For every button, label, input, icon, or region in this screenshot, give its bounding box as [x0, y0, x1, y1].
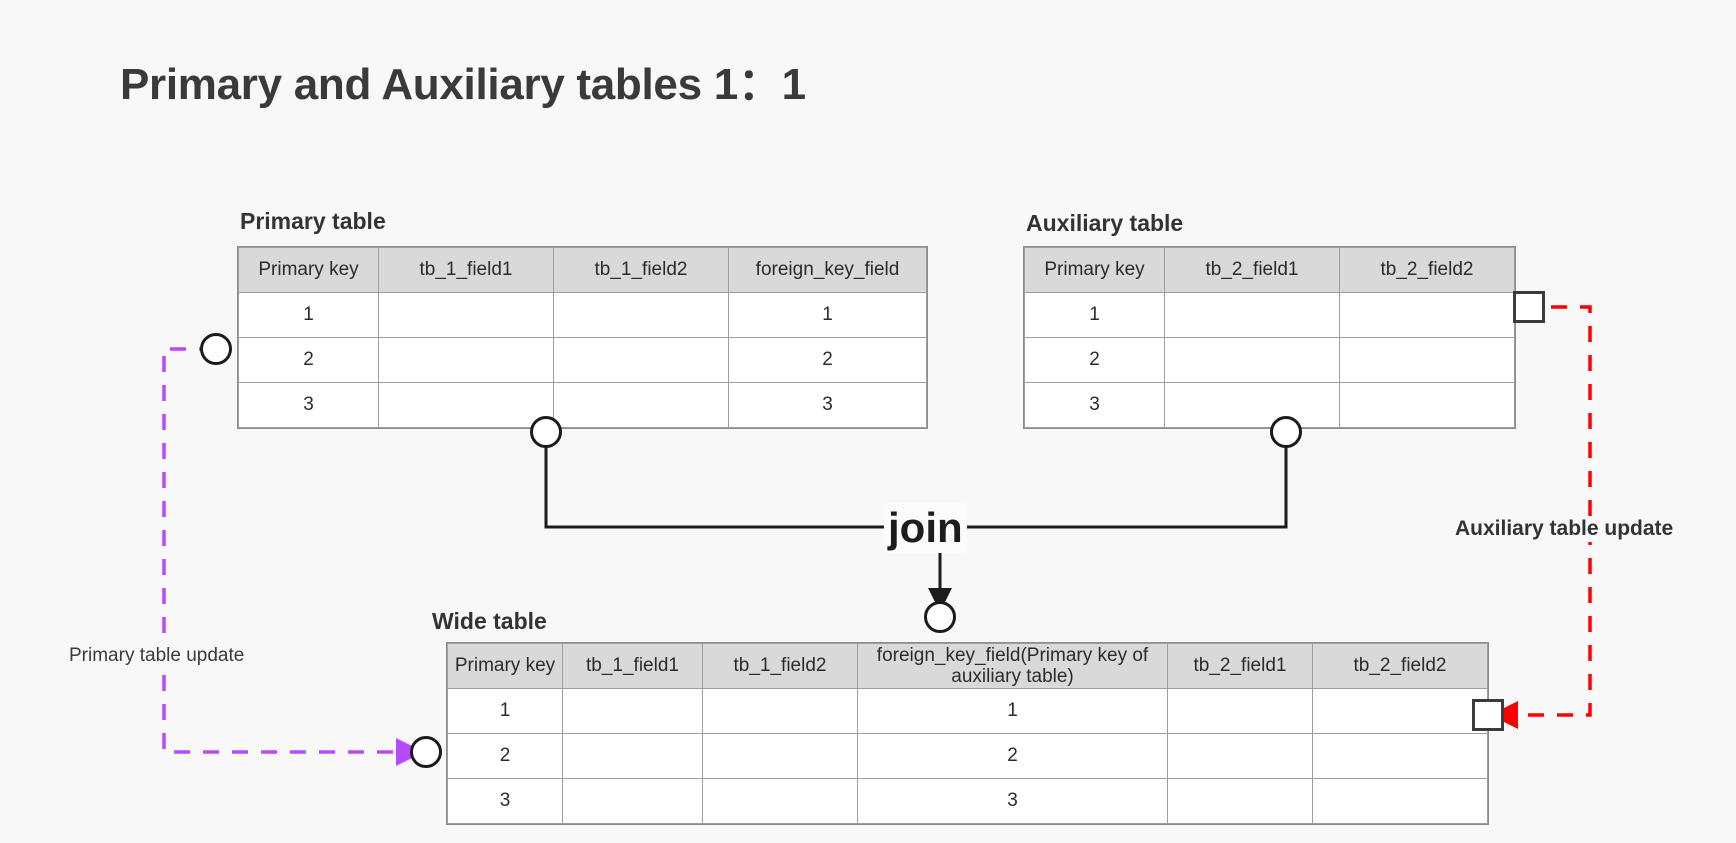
cell: 2 — [1024, 337, 1165, 383]
primary-table-col-primary-key: Primary key — [238, 247, 379, 293]
cell — [702, 733, 858, 779]
wide-table-header-row: Primary key tb_1_field1 tb_1_field2 fore… — [447, 643, 1488, 689]
cell: 3 — [728, 382, 927, 428]
primary-table-col-foreign-key: foreign_key_field — [728, 247, 927, 293]
cell — [562, 688, 703, 734]
auxiliary-table-col-primary-key: Primary key — [1024, 247, 1165, 293]
cell — [1167, 733, 1313, 779]
cell — [1312, 733, 1488, 779]
cell — [553, 292, 729, 338]
cell — [1164, 337, 1340, 383]
primary-table-col-tb1-field2: tb_1_field2 — [553, 247, 729, 293]
table-row: 3 — [1024, 382, 1515, 428]
primary-table-header-row: Primary key tb_1_field1 tb_1_field2 fore… — [238, 247, 927, 293]
primary-table-bottom-connector-circle[interactable] — [530, 416, 562, 448]
cell: 3 — [447, 778, 563, 824]
cell — [378, 292, 554, 338]
cell: 3 — [1024, 382, 1165, 428]
auxiliary-table-caption: Auxiliary table — [1026, 210, 1184, 236]
wide-table-col-primary-key: Primary key — [447, 643, 563, 689]
cell: 2 — [728, 337, 927, 383]
cell — [1167, 778, 1313, 824]
cell — [378, 337, 554, 383]
cell — [702, 778, 858, 824]
wide-table-col-tb2-field1: tb_2_field1 — [1167, 643, 1313, 689]
wide-table-col-foreign-key: foreign_key_field(Primary key of auxilia… — [857, 643, 1168, 689]
table-row: 3 3 — [447, 778, 1488, 824]
primary-table-update-label: Primary table update — [65, 644, 249, 668]
auxiliary-table-right-connector-square[interactable] — [1513, 291, 1545, 323]
cell — [1167, 688, 1313, 734]
primary-table-col-tb1-field1: tb_1_field1 — [378, 247, 554, 293]
cell — [562, 733, 703, 779]
auxiliary-table-header-row: Primary key tb_2_field1 tb_2_field2 — [1024, 247, 1515, 293]
table-row: 3 3 — [238, 382, 927, 428]
cell — [1164, 292, 1340, 338]
wide-table-left-connector-circle[interactable] — [410, 736, 442, 768]
cell — [1339, 382, 1515, 428]
wide-table-caption: Wide table — [432, 608, 547, 634]
cell: 3 — [857, 778, 1168, 824]
cell — [1339, 292, 1515, 338]
cell: 1 — [238, 292, 379, 338]
cell — [378, 382, 554, 428]
auxiliary-table-col-tb2-field2: tb_2_field2 — [1339, 247, 1515, 293]
wide-table-right-connector-square[interactable] — [1472, 699, 1504, 731]
table-row: 2 2 — [238, 337, 927, 383]
auxiliary-table: Primary key tb_2_field1 tb_2_field2 1 2 … — [1024, 247, 1515, 428]
table-row: 1 — [1024, 292, 1515, 338]
table-row: 1 1 — [447, 688, 1488, 734]
cell: 2 — [447, 733, 563, 779]
join-label: join — [884, 503, 967, 553]
cell: 1 — [857, 688, 1168, 734]
cell — [1312, 688, 1488, 734]
wide-table-col-tb2-field2: tb_2_field2 — [1312, 643, 1488, 689]
auxiliary-table-bottom-connector-circle[interactable] — [1270, 416, 1302, 448]
table-row: 2 2 — [447, 733, 1488, 779]
cell: 1 — [447, 688, 563, 734]
auxiliary-table-update-label: Auxiliary table update — [1451, 516, 1678, 542]
cell — [1339, 337, 1515, 383]
cell — [1164, 382, 1340, 428]
cell: 2 — [238, 337, 379, 383]
join-wire-left — [544, 447, 940, 529]
cell: 1 — [728, 292, 927, 338]
cell: 3 — [238, 382, 379, 428]
join-wire-right — [940, 447, 1288, 529]
table-row: 1 1 — [238, 292, 927, 338]
table-row: 2 — [1024, 337, 1515, 383]
cell — [1312, 778, 1488, 824]
wide-table-top-connector-circle[interactable] — [924, 601, 956, 633]
primary-table-left-connector-circle[interactable] — [200, 333, 232, 365]
cell: 2 — [857, 733, 1168, 779]
cell: 1 — [1024, 292, 1165, 338]
primary-table-caption: Primary table — [240, 208, 386, 234]
page-title: Primary and Auxiliary tables 1：1 — [120, 60, 806, 109]
auxiliary-table-col-tb2-field1: tb_2_field1 — [1164, 247, 1340, 293]
auxiliary-update-wire — [1490, 305, 1592, 729]
cell — [553, 337, 729, 383]
wide-table: Primary key tb_1_field1 tb_1_field2 fore… — [447, 643, 1488, 824]
cell — [553, 382, 729, 428]
primary-table: Primary key tb_1_field1 tb_1_field2 fore… — [238, 247, 927, 428]
cell — [702, 688, 858, 734]
cell — [562, 778, 703, 824]
wide-table-col-tb1-field1: tb_1_field1 — [562, 643, 703, 689]
wide-table-col-tb1-field2: tb_1_field2 — [702, 643, 858, 689]
